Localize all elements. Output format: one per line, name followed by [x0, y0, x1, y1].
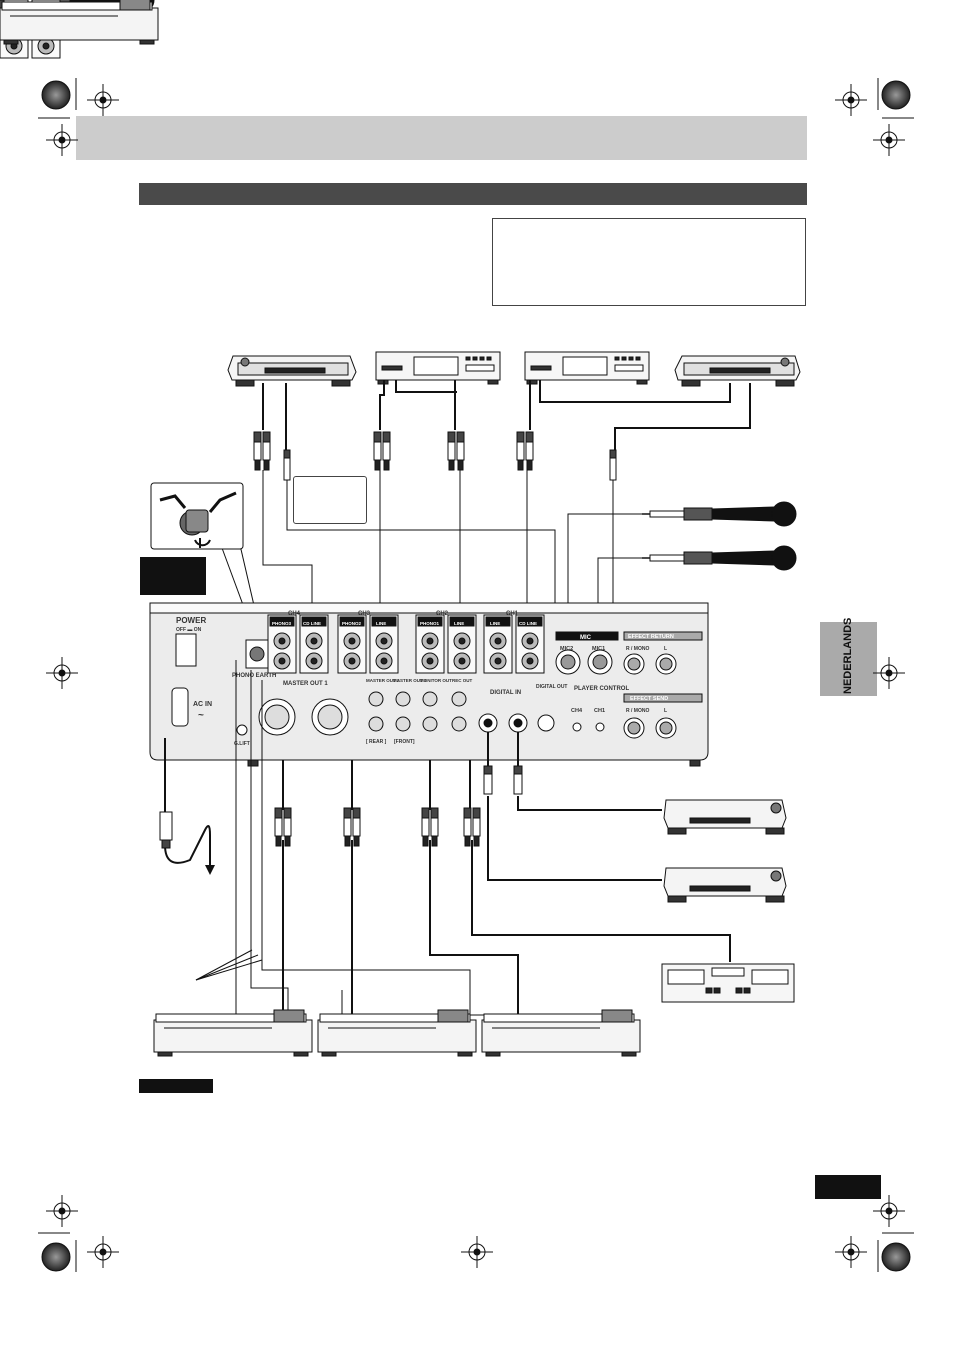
registration-marks [0, 0, 914, 1272]
digital-out-label: DIGITAL OUT [536, 684, 567, 690]
cd-player-lower-1 [663, 799, 787, 835]
callout-box [293, 476, 367, 524]
effect-send-l: L [664, 708, 667, 714]
cd-player-left [227, 355, 357, 387]
cassette-deck [661, 963, 795, 1003]
earth-terminal-inset [150, 482, 244, 550]
turntables [0, 0, 641, 1057]
ch1-jack-b: CD LINE [519, 621, 537, 626]
effect-return-l: L [664, 646, 667, 652]
ac-tilde: ~ [198, 710, 204, 721]
mic2-label: MIC2 [560, 646, 573, 652]
microphones [0, 0, 797, 571]
digital-in-label: DIGITAL IN [490, 690, 521, 696]
earth-wires [195, 660, 502, 1016]
master-out-2-label: MASTER OUT 2 [366, 678, 400, 683]
ch3-label: CH3 [358, 611, 371, 617]
phono-earth-label: PHONO EARTH [232, 673, 276, 679]
ch4-label: CH4 [288, 611, 301, 617]
lower-cables [164, 732, 731, 1015]
page-number-box [815, 1175, 881, 1199]
ch2-jack-b: LINE [454, 621, 464, 626]
cd-deck-2 [524, 351, 650, 385]
ch1-jack-a: LINE [490, 621, 500, 626]
ch4-port-label: CH4 [571, 708, 583, 714]
side-tab [820, 622, 877, 696]
header-band [76, 116, 807, 160]
ch4-jack-b: CD LINE [303, 621, 321, 626]
power-label: POWER [176, 616, 206, 625]
black-label-box [140, 557, 206, 595]
rec-out-label: REC OUT [452, 678, 473, 683]
effect-send-label: EFFECT SEND [630, 696, 668, 702]
cd-player-right [674, 355, 801, 387]
rca-plugs-top [0, 0, 617, 491]
monitor-out-label: MONITOR OUT [420, 678, 452, 683]
effect-return-label: EFFECT RETURN [628, 634, 674, 640]
note-marker [139, 1079, 213, 1093]
master-out-1-label: MASTER OUT 1 [283, 681, 328, 687]
effect-return-r-mono: R / MONO [626, 646, 649, 652]
ch2-jack-a: PHONO1 [420, 621, 440, 626]
ac-in-label: AC IN [193, 701, 212, 708]
ch3-jack-a: PHONO2 [342, 621, 362, 626]
cd-deck-1 [375, 351, 501, 385]
ch2-label: CH2 [436, 611, 449, 617]
cd-player-lower-2 [663, 867, 787, 903]
player-control-label: PLAYER CONTROL [574, 686, 629, 692]
mic-label: MIC [580, 635, 592, 641]
panel-labels: POWER OFF ▬ ON AC IN ~ PHONO EARTH G.LIF… [176, 611, 674, 747]
ground-lift-label: G.LIFT [234, 741, 250, 747]
ch4-jack-a: PHONO3 [272, 621, 292, 626]
master-out-1-short-label: MASTER OUT 1 [393, 678, 427, 683]
ch1-label: CH1 [506, 611, 519, 617]
front-label: [FRONT] [394, 739, 415, 745]
ch1-port-label: CH1 [594, 708, 605, 714]
mic1-label: MIC1 [592, 646, 605, 652]
note-box [492, 218, 806, 306]
effect-send-r-mono: R / MONO [626, 708, 649, 714]
down-arrow [205, 865, 215, 875]
power-states: OFF ▬ ON [176, 627, 202, 633]
top-cables [262, 380, 751, 450]
rear-label: [ REAR ] [366, 739, 387, 745]
section-band [139, 183, 807, 205]
ch3-jack-b: LINE [376, 621, 386, 626]
